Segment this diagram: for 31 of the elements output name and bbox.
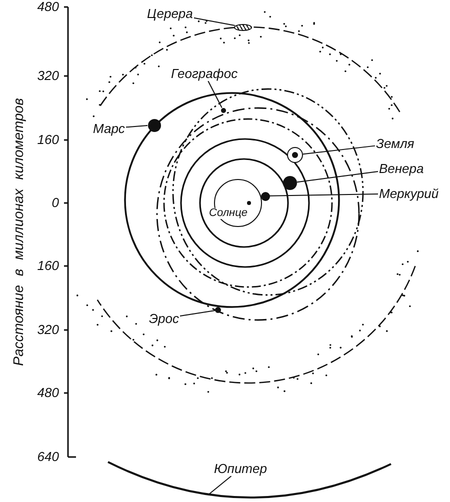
tick-label: 480 xyxy=(36,386,59,399)
planet-label: Марс xyxy=(92,121,126,136)
planet-label: Венера xyxy=(378,161,425,176)
leader-line xyxy=(125,125,148,128)
leader-line xyxy=(179,310,216,316)
planet-symbol xyxy=(148,118,160,132)
planet-label: Земля xyxy=(375,136,416,151)
asteroid-dot xyxy=(215,307,221,313)
tick-label: 320 xyxy=(36,323,59,336)
planet-label: Меркурий xyxy=(378,186,440,201)
leader-line xyxy=(269,194,378,196)
tick-label: 480 xyxy=(36,0,59,13)
leader-line xyxy=(302,145,376,155)
planet-symbol xyxy=(287,147,303,163)
leader-line xyxy=(208,476,232,496)
planet-label: Географос xyxy=(170,66,239,81)
asteroid-symbol xyxy=(234,24,252,30)
tick-label: 160 xyxy=(36,259,59,272)
sun-label: Солнце xyxy=(209,208,248,219)
planet-symbol xyxy=(260,192,270,200)
planet-label: Церера xyxy=(146,6,194,21)
tick-label: 320 xyxy=(36,69,59,82)
leader-line xyxy=(208,80,222,108)
leader-line xyxy=(296,171,378,183)
tick-label: 640 xyxy=(36,450,59,463)
planet-label: Эрос xyxy=(148,311,180,326)
asteroid-dot xyxy=(220,108,226,112)
axis-title: Расстояние в миллионах километров xyxy=(11,98,25,366)
planet-symbol xyxy=(283,176,297,190)
leader-line xyxy=(193,17,236,26)
planet-label: Юпитер xyxy=(213,461,268,476)
